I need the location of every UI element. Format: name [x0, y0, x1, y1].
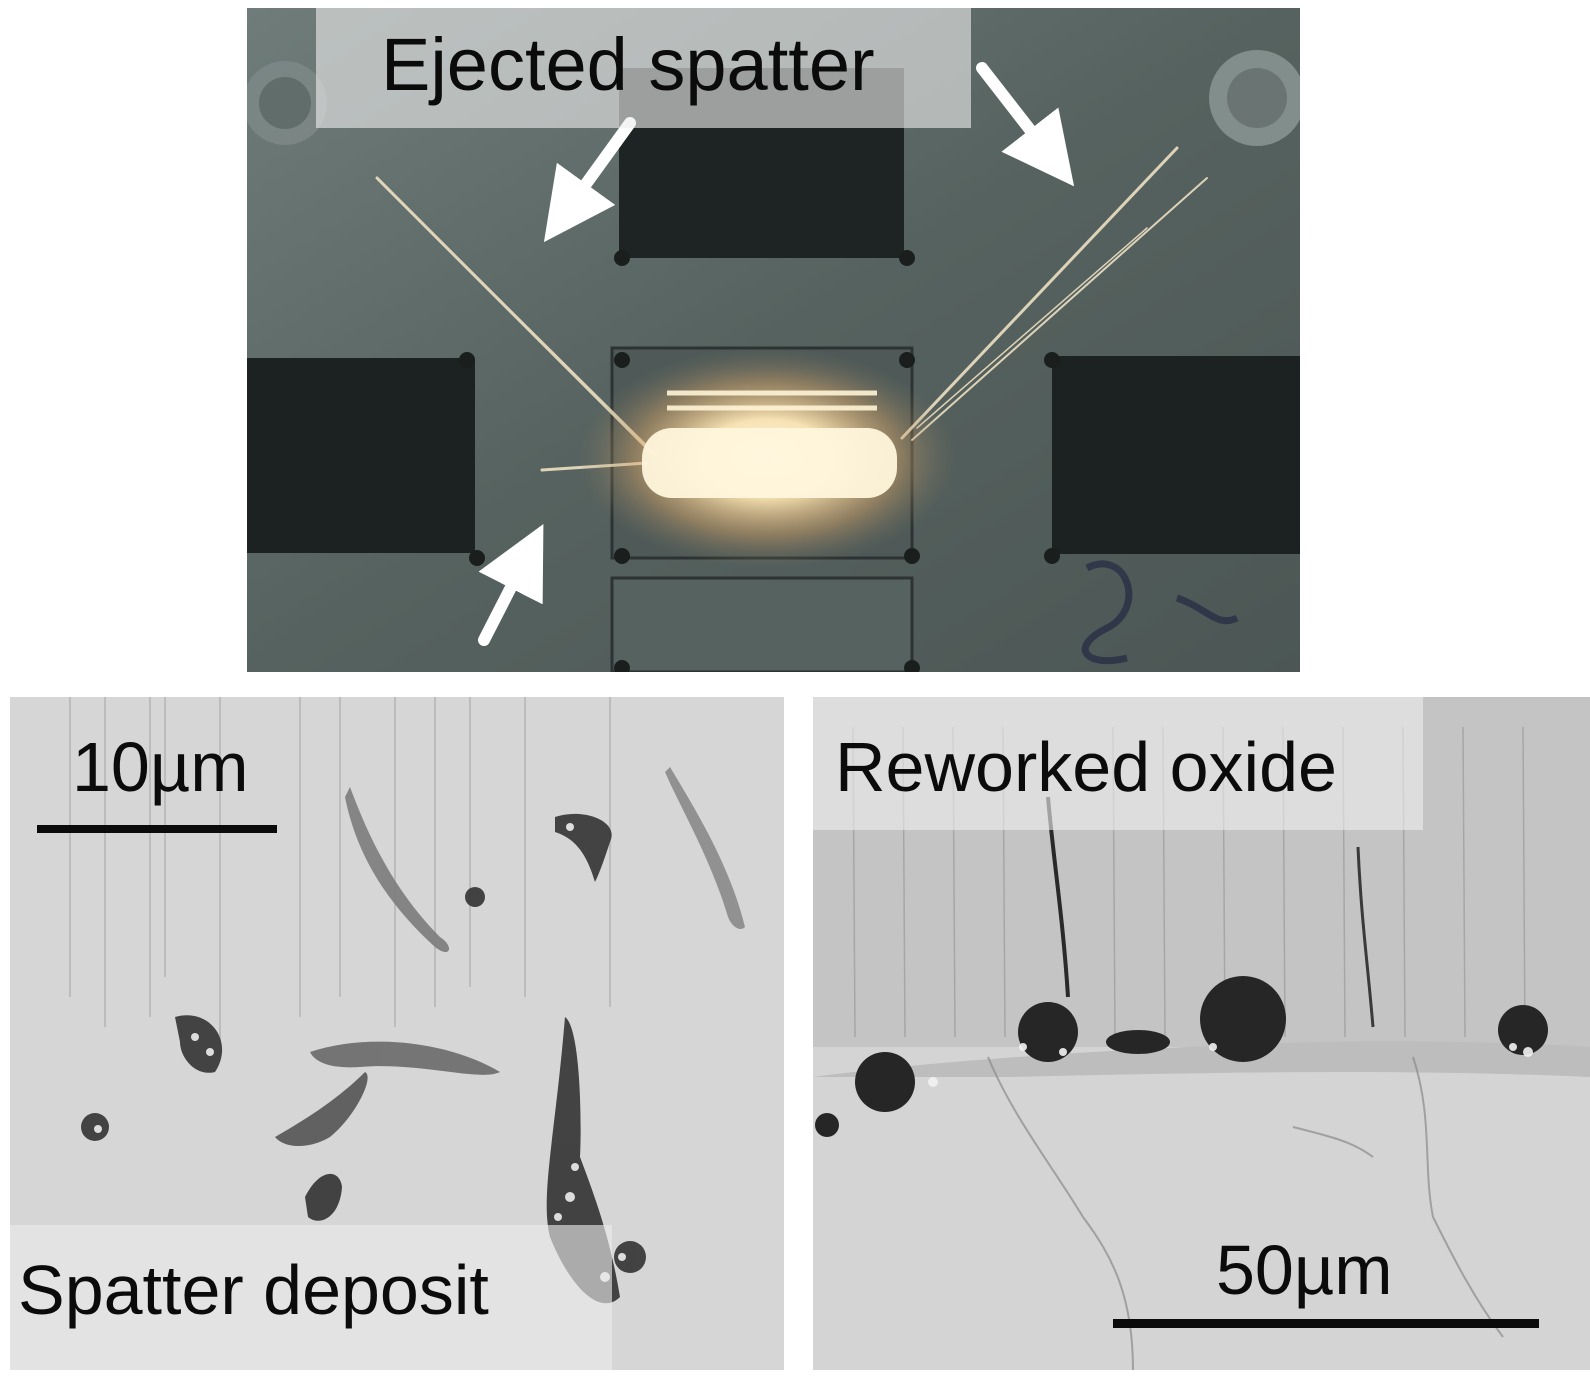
scale-bar-10um — [37, 825, 277, 833]
scale-bar-label-50um: 50µm — [1216, 1231, 1393, 1309]
caption-box-bottom-right — [813, 697, 1423, 830]
oxide-particle — [855, 1052, 915, 1112]
arrow-icon-center — [543, 117, 636, 243]
scale-bar-label-10um: 10µm — [72, 728, 249, 806]
bottom-left-caption: Spatter deposit — [18, 1251, 489, 1329]
printed-cube-right — [1052, 356, 1300, 554]
caption-box-top — [316, 8, 971, 128]
spatter-arrows — [478, 62, 1075, 646]
caption-box-bottom-left — [10, 1225, 612, 1370]
sem-reworked-oxide: Reworked oxide 50µm — [813, 697, 1590, 1370]
arrow-icon-bottom-left — [478, 523, 544, 646]
arrow-icon-right — [976, 62, 1075, 187]
sem-spatter-deposit: 10µm Spatter deposit — [10, 697, 784, 1370]
build-plate-photo: Ejected spatter — [247, 8, 1300, 672]
printed-cube-left — [247, 358, 475, 553]
top-panel-caption: Ejected spatter — [381, 23, 875, 106]
handwritten-marks — [1081, 560, 1239, 665]
scale-bar-50um — [1113, 1319, 1539, 1328]
bottom-right-caption: Reworked oxide — [835, 728, 1337, 806]
